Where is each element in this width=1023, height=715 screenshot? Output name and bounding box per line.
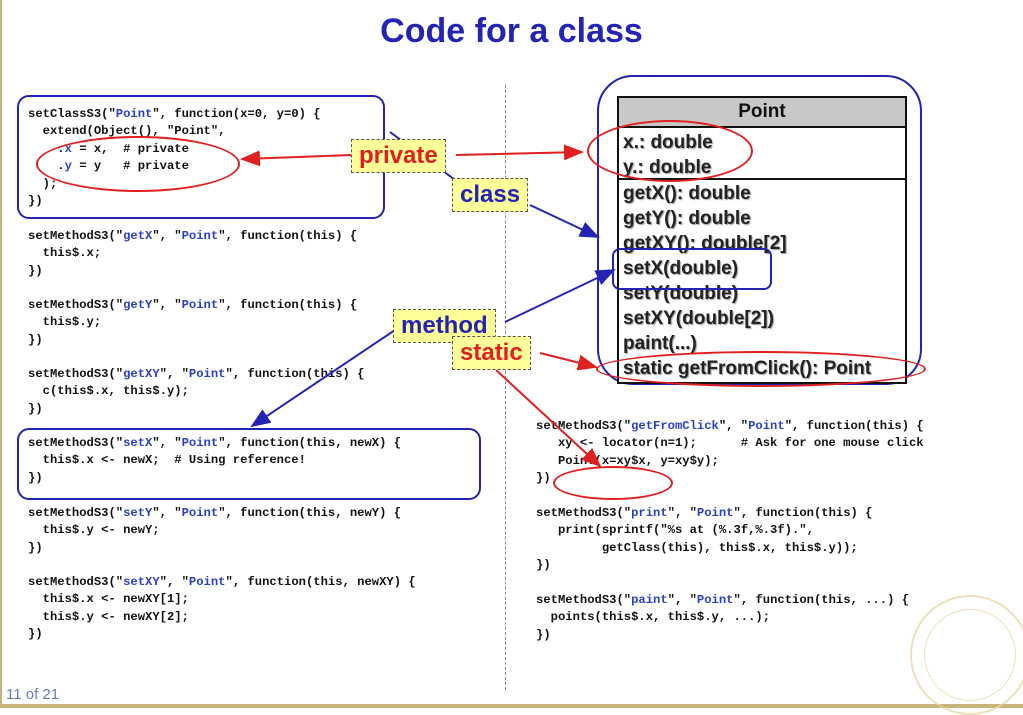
code-setx: setMethodS3("setX", "Point", function(th… — [28, 436, 402, 485]
page-number: 11 of 21 — [6, 686, 60, 703]
code-paint: setMethodS3("paint", "Point", function(t… — [536, 593, 910, 642]
uml-method: setXY(double[2]) — [623, 308, 774, 329]
code-setxy: setMethodS3("setXY", "Point", function(t… — [28, 575, 416, 642]
uml-method: setX(double) — [623, 258, 739, 279]
static-arrow-right — [539, 352, 598, 371]
code-keyword: getX — [123, 229, 153, 243]
code-print: setMethodS3("print", "Point", function(t… — [536, 506, 873, 573]
uml-method: getY(): double — [623, 208, 751, 229]
slide-frame-bottom — [0, 704, 1023, 708]
code-getfromclick: setMethodS3("getFromClick", "Point", fun… — [536, 419, 924, 486]
code-keyword: Point — [696, 506, 734, 520]
class-callout: class — [452, 178, 529, 212]
static-callout: static — [452, 336, 531, 370]
code-keyword: Point — [188, 367, 226, 381]
code-keyword: paint — [631, 593, 668, 607]
code-keyword: Point — [188, 575, 226, 589]
code-keyword: setY — [123, 506, 153, 520]
code-getxy: setMethodS3("getXY", "Point", function(t… — [28, 367, 365, 416]
university-seal — [910, 595, 1023, 715]
uml-setx-highlight-box — [612, 248, 772, 290]
code-keyword: Point — [181, 506, 219, 520]
uml-attributes-ellipse — [587, 120, 753, 182]
code-getx: setMethodS3("getX", "Point", function(th… — [28, 229, 358, 278]
code-keyword: Point — [696, 593, 734, 607]
private-callout: private — [351, 139, 446, 173]
slide-title: Code for a class — [380, 12, 643, 50]
private-fields-ellipse — [36, 136, 240, 192]
private-arrow-right — [455, 144, 584, 161]
uml-method: getX(): double — [623, 183, 751, 204]
uml-static-ellipse — [596, 351, 926, 387]
code-gety: setMethodS3("getY", "Point", function(th… — [28, 298, 358, 347]
code-sety: setMethodS3("setY", "Point", function(th… — [28, 506, 402, 555]
point-constructor-ellipse — [553, 466, 673, 500]
code-keyword: Point — [181, 229, 219, 243]
code-keyword: setX — [123, 436, 153, 450]
code-keyword: setXY — [123, 575, 160, 589]
code-keyword: Point — [181, 298, 219, 312]
code-keyword: print — [631, 506, 668, 520]
code-keyword: Point — [181, 436, 219, 450]
uml-method: paint(...) — [623, 333, 697, 354]
column-divider — [505, 85, 506, 690]
code-keyword: getY — [123, 298, 153, 312]
code-keyword: getFromClick — [631, 419, 719, 433]
setx-highlight-box — [17, 428, 481, 500]
code-keyword: getXY — [123, 367, 160, 381]
code-keyword: Point — [115, 107, 153, 121]
university-seal-inner — [924, 609, 1016, 701]
code-keyword: Point — [748, 419, 785, 433]
slide-frame-left — [0, 0, 2, 708]
class-arrow-right — [529, 204, 600, 238]
